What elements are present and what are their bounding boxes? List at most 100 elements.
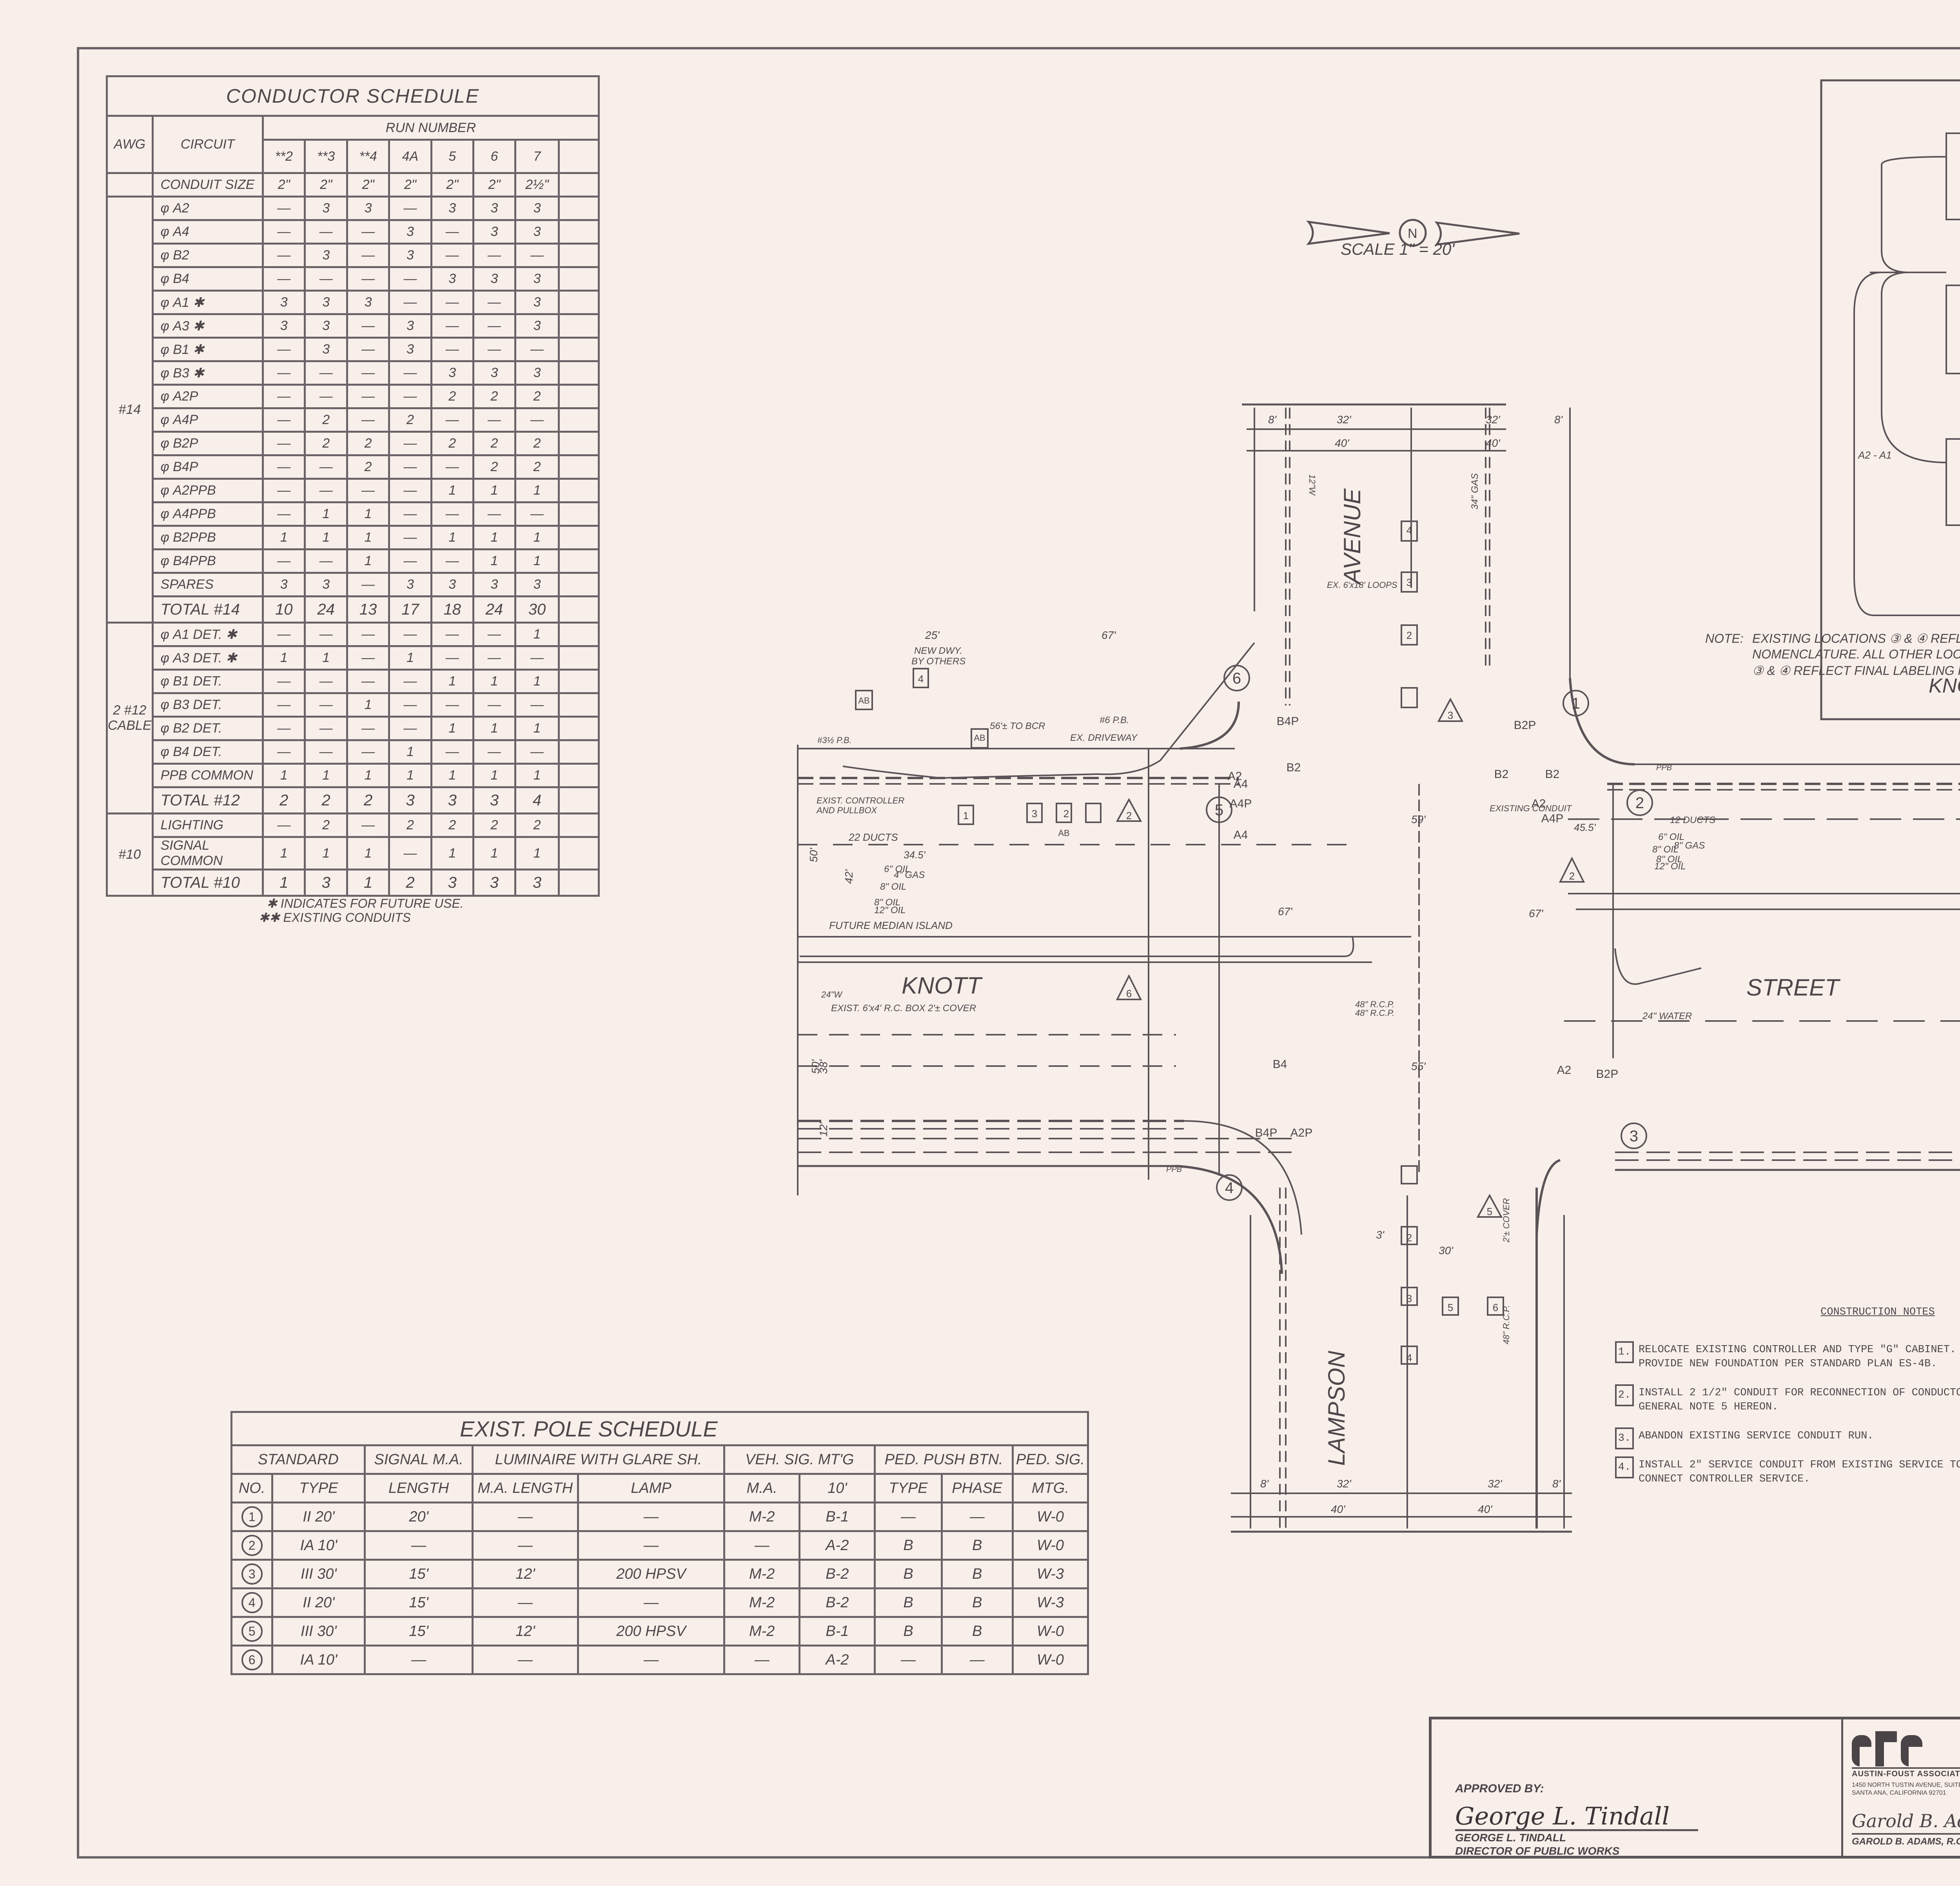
head-label: A4 — [1234, 778, 1248, 791]
pole-lamp-cell: — — [577, 1645, 726, 1675]
dim-label: 8' — [1552, 1478, 1561, 1490]
conductor-count-cell: 18 — [430, 595, 474, 624]
sub-10: 10' — [799, 1473, 876, 1503]
conduit-size-cell: 2½" — [514, 172, 560, 198]
pole-ppb-type-cell: — — [874, 1502, 943, 1532]
footnote-future: ✱ INDICATES FOR FUTURE USE. — [267, 896, 464, 910]
dim-label: 45.5' — [1574, 821, 1596, 833]
conductor-count-cell: — — [388, 196, 432, 221]
circuit-cell: φ B3 ✱ — [151, 360, 264, 386]
conductor-count-cell: 1 — [472, 716, 517, 741]
pole-ppb-type-cell: — — [874, 1645, 943, 1675]
conductor-count-cell: 3 — [514, 196, 560, 221]
conductor-count-cell: — — [304, 622, 348, 647]
spare-cell — [558, 196, 600, 221]
pole-length-cell: 15' — [364, 1587, 474, 1618]
run-number-header: **3 — [304, 139, 348, 174]
conductor-count-cell: — — [388, 836, 432, 870]
pole-type-cell: IA 10' — [271, 1645, 366, 1675]
pole-ppb-phase-cell: B — [940, 1616, 1014, 1647]
circuit-cell: φ B2 — [151, 243, 264, 268]
conductor-count-cell: — — [514, 501, 560, 527]
approver-title: DIRECTOR OF PUBLIC WORKS — [1455, 1845, 1620, 1857]
pole-type-cell: IA 10' — [271, 1530, 366, 1561]
conductor-count-cell: — — [261, 622, 306, 647]
head-label: B4 — [1273, 1058, 1287, 1071]
loop-3: 3 — [1406, 1293, 1412, 1304]
dim-label: 67' — [1278, 905, 1293, 918]
loop-2n: 2 — [1406, 629, 1412, 641]
conductor-count-cell: 1 — [514, 763, 560, 788]
construction-note-text: INSTALL 2 1/2" CONDUIT FOR RECONNECTION … — [1639, 1387, 1960, 1413]
head-label: A2 — [1228, 770, 1242, 783]
conductor-count-cell: — — [472, 290, 517, 315]
conductor-count-cell: — — [388, 692, 432, 718]
north-label: N — [1408, 226, 1417, 241]
conductor-count-cell: — — [430, 739, 474, 765]
conductor-count-cell: — — [472, 692, 517, 718]
conductor-count-cell: 3 — [388, 572, 432, 597]
sub-ppb-phase: PHASE — [940, 1473, 1014, 1503]
sub-ppb-type: TYPE — [874, 1473, 943, 1503]
firm-address-line: 1450 NORTH TUSTIN AVENUE, SUITE 108 — [1852, 1782, 1960, 1788]
pole-veh-10-cell: A-2 — [799, 1645, 876, 1675]
spare-cell — [558, 786, 600, 814]
conductor-count-cell: — — [346, 572, 390, 597]
schedule-row: φ B3 DET.——1———— — [107, 692, 600, 718]
circuit-cell: φ B2 DET. — [151, 716, 264, 741]
conductor-count-cell: — — [388, 525, 432, 550]
sub-ped-mtg: MTG. — [1011, 1473, 1089, 1503]
construction-note-text: ABANDON EXISTING SERVICE CONDUIT RUN. — [1639, 1430, 1874, 1442]
run-number-header: **4 — [346, 139, 390, 174]
pole-veh-10-cell: B-1 — [799, 1502, 876, 1532]
conductor-count-cell: 2 — [472, 384, 517, 409]
conductor-count-cell: 2 — [304, 786, 348, 814]
conductor-count-cell: — — [388, 478, 432, 503]
circuit-cell: φ B4PPB — [151, 548, 264, 574]
conductor-count-cell: — — [304, 548, 348, 574]
conductor-count-cell: — — [261, 669, 306, 694]
conductor-count-cell: — — [261, 812, 306, 838]
conductor-count-cell: 1 — [304, 525, 348, 550]
conductor-count-cell: — — [261, 692, 306, 718]
dim-label: 40' — [1335, 437, 1350, 449]
head-label: B2P — [1514, 719, 1536, 732]
spare-cell — [558, 219, 600, 245]
conductor-count-cell: 3 — [261, 313, 306, 339]
head-label: B2 — [1545, 768, 1560, 781]
conductor-count-cell: 1 — [346, 525, 390, 550]
conduit-size-cell: 2" — [261, 172, 306, 198]
head-label: B2P — [1596, 1068, 1619, 1081]
dim-label: 34.5' — [904, 849, 926, 861]
conductor-count-cell: — — [304, 716, 348, 741]
north-arrow-icon — [1306, 219, 1520, 247]
conductor-count-cell: — — [430, 692, 474, 718]
pole-ped-mtg-cell: W-0 — [1011, 1645, 1089, 1675]
col-circuit: CIRCUIT — [151, 115, 264, 174]
conductor-count-cell: — — [430, 501, 474, 527]
pole-veh-ma-cell: M-2 — [723, 1587, 801, 1618]
pole-schedule-title: EXIST. POLE SCHEDULE — [230, 1411, 1089, 1446]
head-label: B4P — [1255, 1126, 1278, 1139]
conductor-count-cell: — — [514, 692, 560, 718]
construction-1: 1 — [963, 810, 969, 821]
conductor-count-cell: 2 — [346, 454, 390, 480]
pole-ped-mtg-cell: W-0 — [1011, 1502, 1089, 1532]
conductor-count-cell: — — [430, 337, 474, 362]
pole-veh-10-cell: B-2 — [799, 1587, 876, 1618]
firm-name: AUSTIN-FOUST ASSOCIATES, INC. — [1852, 1770, 1960, 1778]
signature-line — [1455, 1829, 1698, 1831]
approver-signature: George L. Tindall — [1455, 1802, 1670, 1830]
spare-cell — [558, 669, 600, 694]
sub-ma: M.A. — [723, 1473, 801, 1503]
utility-note: 6" OIL — [884, 864, 910, 874]
pole-ppb-phase-cell: — — [940, 1502, 1014, 1532]
dim-label: 55' — [1411, 1060, 1426, 1072]
